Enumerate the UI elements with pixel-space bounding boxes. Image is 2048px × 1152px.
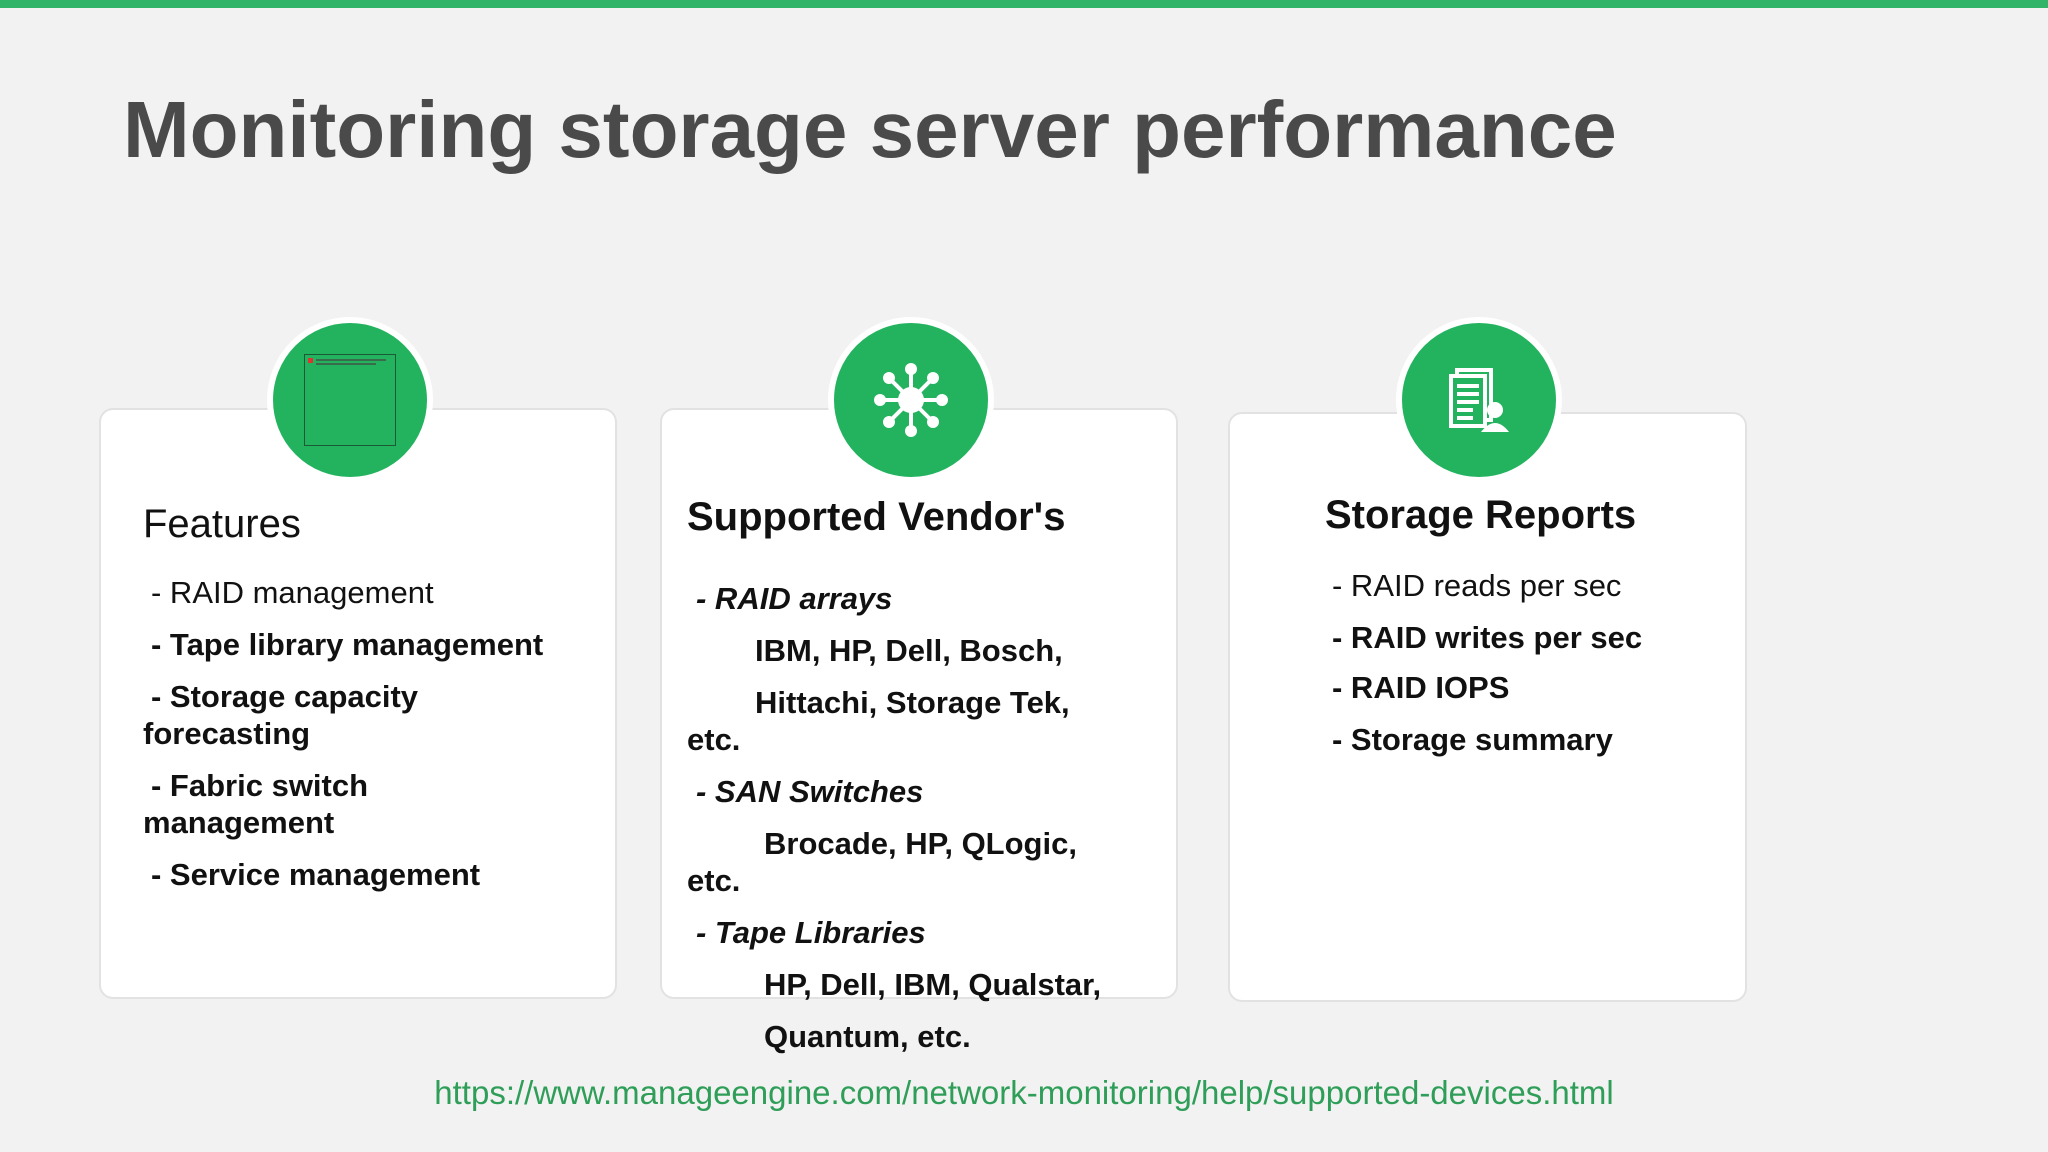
- features-item: - Service management: [151, 857, 481, 892]
- features-item: - Tape library management: [151, 627, 544, 662]
- reports-item: - Storage summary: [1332, 722, 1613, 757]
- features-item: - Storage capacity: [151, 679, 419, 714]
- vendors-list: Quantum, etc.: [764, 1019, 971, 1054]
- reports-item: - RAID reads per sec: [1332, 568, 1622, 603]
- reference-link[interactable]: https://www.manageengine.com/network-mon…: [434, 1074, 1614, 1111]
- slide-title: Monitoring storage server performance: [123, 85, 1617, 174]
- vendors-list: Brocade, HP, QLogic,: [764, 826, 1077, 861]
- features-card: [99, 408, 617, 999]
- vendors-category: - SAN Switches: [696, 774, 924, 809]
- network-hub-icon: [874, 363, 948, 437]
- features-item: - Fabric switch: [151, 768, 369, 803]
- vendors-category: - RAID arrays: [696, 581, 893, 616]
- broken-image-icon: [304, 354, 396, 446]
- vendors-card: [660, 408, 1178, 999]
- vendors-heading: Supported Vendor's: [687, 495, 1066, 539]
- features-item: - RAID management: [151, 575, 434, 610]
- features-heading: Features: [143, 502, 301, 546]
- features-item: forecasting: [143, 716, 311, 751]
- vendors-category: - Tape Libraries: [696, 915, 926, 950]
- reports-item: - RAID writes per sec: [1332, 620, 1643, 655]
- top-accent-bar: [0, 0, 2048, 8]
- vendors-icon-circle: [828, 317, 994, 483]
- vendors-list: Hittachi, Storage Tek,: [755, 685, 1070, 720]
- reports-card: [1228, 412, 1747, 1002]
- report-document-icon: [1449, 368, 1509, 432]
- vendors-list: IBM, HP, Dell, Bosch,: [755, 633, 1063, 668]
- vendors-list: etc.: [687, 722, 741, 757]
- features-icon-circle: [267, 317, 433, 483]
- reports-icon-circle: [1396, 317, 1562, 483]
- reports-heading: Storage Reports: [1325, 493, 1637, 537]
- reports-item: - RAID IOPS: [1332, 670, 1510, 705]
- features-item: management: [143, 805, 335, 840]
- vendors-list: HP, Dell, IBM, Qualstar,: [764, 967, 1102, 1002]
- vendors-list: etc.: [687, 863, 741, 898]
